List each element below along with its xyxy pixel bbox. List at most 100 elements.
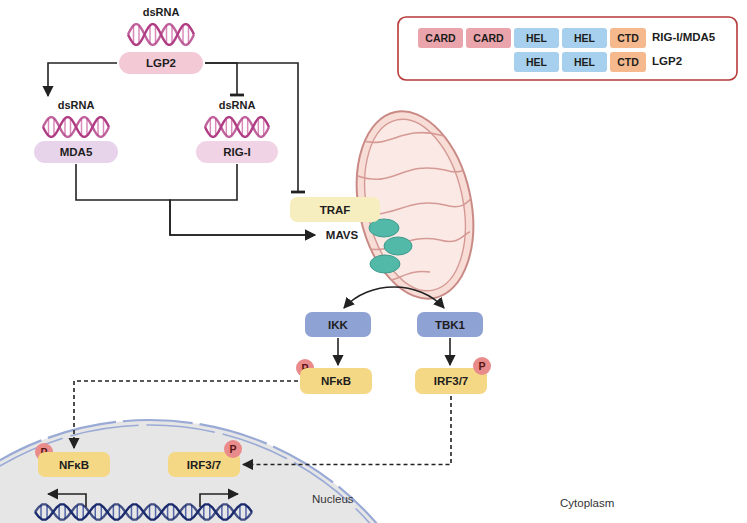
factor-box: NFκB xyxy=(300,368,372,394)
node-text: NFκB xyxy=(321,375,351,387)
helix-rung xyxy=(48,118,50,135)
helix-rung xyxy=(171,25,173,43)
helix-rung xyxy=(247,118,249,135)
legend-row-label: RIG-I/MDA5 xyxy=(652,31,715,43)
helix-rung xyxy=(231,118,233,135)
helix-rung xyxy=(258,118,260,135)
node-text: HEL xyxy=(526,32,547,44)
signal-arrow xyxy=(344,287,444,308)
sensor-name: MDA5 xyxy=(60,146,93,158)
helix-rung xyxy=(53,118,55,135)
kinase-box: TBK1 xyxy=(417,312,483,337)
helix-rung xyxy=(226,118,228,135)
helix-rung xyxy=(64,118,66,135)
helix-rung xyxy=(188,25,190,43)
domain-box: HEL xyxy=(562,52,607,72)
phospho-mark: P xyxy=(224,440,242,458)
signal-arrow xyxy=(48,63,117,96)
helix-rung xyxy=(242,118,244,135)
mavs-protein xyxy=(369,219,412,273)
helix-rung xyxy=(138,25,140,43)
node-text: P xyxy=(229,443,236,455)
node-text: MAVS xyxy=(326,229,358,241)
node-text: TBK1 xyxy=(435,319,465,331)
helix-rung xyxy=(210,118,212,135)
adaptor-box: TRAF xyxy=(290,197,380,222)
region-label: Nucleus xyxy=(312,493,354,505)
signal-arrow xyxy=(76,164,315,235)
helix-rung xyxy=(155,25,157,43)
helix-rung xyxy=(133,25,135,43)
helix-rung xyxy=(263,118,265,135)
domain-box: CTD xyxy=(610,52,646,72)
domain-box: CTD xyxy=(610,28,646,48)
node-text: IRF3/7 xyxy=(434,375,469,387)
protein-label: MAVS xyxy=(318,226,366,244)
signal-arrow xyxy=(337,338,339,365)
signal-arrow xyxy=(74,381,298,448)
node-text: IKK xyxy=(328,319,348,331)
helix-strand xyxy=(43,117,109,137)
node-text: IRF3/7 xyxy=(187,459,222,471)
node-text: HEL xyxy=(526,56,547,68)
sensor-pill: LGP2 xyxy=(119,52,203,74)
node-text: CTD xyxy=(617,56,639,68)
helix-rung xyxy=(166,25,168,43)
node-text: HEL xyxy=(574,56,595,68)
helix-rung xyxy=(215,118,217,135)
dna-helix xyxy=(35,504,252,519)
nucleus xyxy=(0,420,450,523)
factor-box: NFκB xyxy=(38,452,110,477)
helix-strand xyxy=(128,24,194,45)
node-text: HEL xyxy=(574,32,595,44)
helix-rung xyxy=(182,25,184,43)
legend-frame xyxy=(398,17,737,80)
domain-box: CARD xyxy=(466,28,511,48)
node-text: TRAF xyxy=(320,204,351,216)
inhibition-line xyxy=(205,63,298,192)
helix-rung xyxy=(81,118,83,135)
sensor-name: RIG-I xyxy=(223,146,250,158)
domain-box: HEL xyxy=(562,28,607,48)
helix-strand xyxy=(35,504,252,519)
ligand-sensor: dsRNA MDA5 xyxy=(32,99,120,163)
domain-box: CARD xyxy=(418,28,463,48)
signal-arrow xyxy=(243,396,451,465)
helix-strand xyxy=(35,504,252,519)
helix-strand xyxy=(205,117,269,137)
helix-rung xyxy=(70,118,72,135)
dsrna-helix xyxy=(43,24,269,137)
helix-rung xyxy=(86,118,88,135)
helix-rung xyxy=(149,25,151,43)
domain-box: HEL xyxy=(514,52,559,72)
sensor-pill: MDA5 xyxy=(34,141,118,163)
node-text: CARD xyxy=(473,32,503,44)
helix-strand xyxy=(128,24,194,45)
ligand-label: dsRNA xyxy=(117,6,205,18)
helix-rung xyxy=(97,118,99,135)
legend-row-label: LGP2 xyxy=(652,55,682,67)
kinase-box: IKK xyxy=(305,312,371,337)
helix-rung xyxy=(103,118,105,135)
ligand-sensor: dsRNA LGP2 xyxy=(117,6,205,74)
ligand-label: dsRNA xyxy=(194,99,280,111)
helix-strand xyxy=(43,117,109,137)
node-text: CTD xyxy=(617,32,639,44)
domain-box: HEL xyxy=(514,28,559,48)
helix-strand xyxy=(205,117,269,137)
region-label: Cytoplasm xyxy=(560,497,614,509)
ligand-sensor: dsRNA RIG-I xyxy=(194,99,280,163)
node-text: P xyxy=(478,360,485,372)
node-text: NFκB xyxy=(59,459,89,471)
node-text: CARD xyxy=(425,32,455,44)
sensor-name: LGP2 xyxy=(146,57,176,69)
phospho-mark: P xyxy=(473,357,491,375)
transcription-arrow xyxy=(48,494,238,507)
ligand-label: dsRNA xyxy=(32,99,120,111)
inhibition-line xyxy=(205,63,237,95)
sensor-pill: RIG-I xyxy=(196,141,278,163)
signal-arrow xyxy=(449,338,451,365)
